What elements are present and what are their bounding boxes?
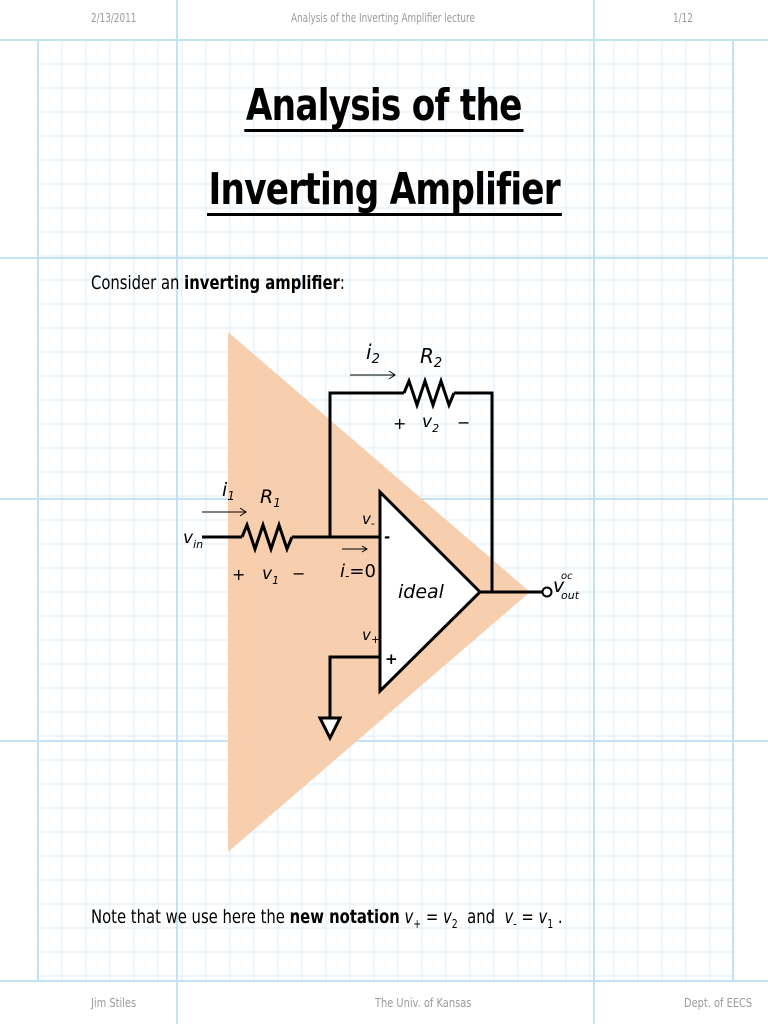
- v2-plus-sign: +: [393, 414, 406, 433]
- ground-symbol: [317, 716, 343, 742]
- r1-label: R1: [260, 486, 281, 510]
- opamp-plus-terminal: +: [385, 650, 398, 668]
- feedback-wire-left: [328, 391, 404, 537]
- page-title-line-1: Analysis of the: [244, 80, 524, 133]
- v2-label: v2: [422, 412, 439, 435]
- page-title-line-2: Inverting Amplifier: [206, 164, 562, 217]
- output-terminal: [541, 586, 553, 598]
- opamp-ideal-label: ideal: [398, 581, 445, 603]
- i1-arrow: [202, 507, 247, 517]
- vin-label: vin: [183, 528, 203, 551]
- ground-wire: [328, 655, 380, 718]
- footer-department: Dept. of EECS: [684, 996, 753, 1010]
- i2-label: i2: [366, 340, 380, 367]
- v1-minus-sign: −: [292, 564, 305, 583]
- v1-plus-sign: +: [232, 565, 245, 584]
- inverting-amplifier-circuit: i2 R2 + v2 − i1 R1 vin + v1 − v- - i-=0 …: [183, 332, 580, 852]
- i1-label: i1: [222, 479, 235, 503]
- r1-resistor: [240, 520, 294, 554]
- header-doc-title: Analysis of the Inverting Amplifier lect…: [291, 11, 475, 25]
- footer-author: Jim Stiles: [91, 996, 137, 1010]
- i-minus-arrow: [342, 545, 368, 553]
- opamp-triangle: [378, 488, 483, 695]
- i2-arrow: [350, 370, 396, 380]
- v-minus-label: v-: [362, 510, 375, 530]
- feedback-wire-right: [454, 391, 494, 592]
- notation-note: Note that we use here the new notation v…: [91, 906, 563, 931]
- opamp-minus-terminal: -: [384, 528, 390, 546]
- v-plus-label: v+: [362, 626, 380, 646]
- header-date: 2/13/2011: [91, 11, 137, 25]
- footer-university: The Univ. of Kansas: [375, 996, 472, 1010]
- vout-label: v: [553, 575, 565, 597]
- v2-minus-sign: −: [457, 413, 470, 432]
- i-minus-label: i-=0: [340, 561, 376, 583]
- r2-resistor: [402, 376, 456, 410]
- v1-label: v1: [262, 564, 279, 587]
- vout-subscript: out: [561, 589, 580, 602]
- vout-superscript: oc: [561, 571, 573, 582]
- r2-label: R2: [420, 344, 442, 371]
- header-page-number: 1/12: [673, 11, 693, 25]
- intro-text: Consider an inverting amplifier:: [91, 272, 345, 294]
